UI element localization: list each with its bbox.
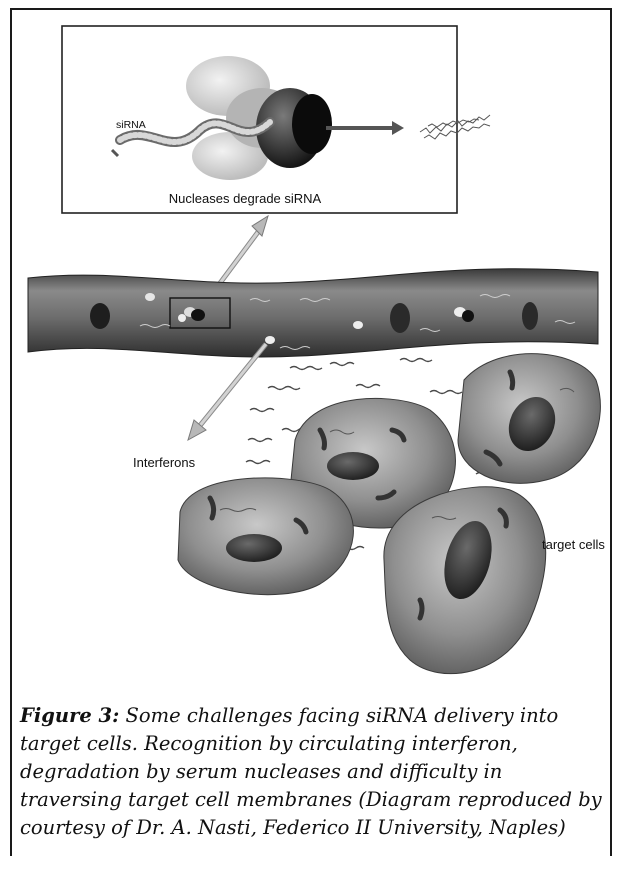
- interferons-label: Interferons: [133, 455, 196, 470]
- sirna-delivery-diagram: siRNA Nucleases degrade siRNA: [0, 0, 624, 700]
- blood-vessel: [28, 269, 598, 357]
- inset-caption: Nucleases degrade siRNA: [169, 191, 322, 206]
- nuclease-inset: siRNA Nucleases degrade siRNA: [62, 26, 490, 213]
- interferon-arrow-icon: [188, 344, 266, 440]
- figure-number: Figure 3:: [20, 704, 119, 727]
- target-cell-3: [178, 478, 353, 595]
- sirna-label: siRNA: [116, 119, 146, 131]
- figure-caption: Figure 3: Some challenges facing siRNA d…: [20, 702, 610, 842]
- target-cell-2: [458, 354, 600, 484]
- target-cell-4: [384, 487, 546, 674]
- target-cells-label: target cells: [542, 537, 605, 552]
